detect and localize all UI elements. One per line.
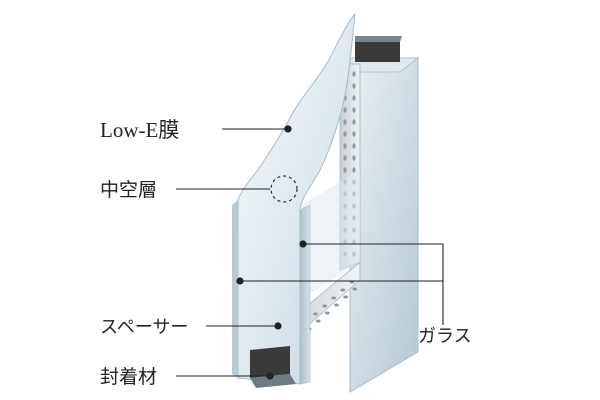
spacer-hole (340, 288, 346, 292)
spacer-hole (343, 167, 347, 173)
spacer-hole (334, 303, 339, 307)
spacer-hole (343, 107, 347, 113)
label-spacer: スペーサー (100, 317, 188, 338)
spacer-hole (352, 131, 356, 137)
spacer-hole (343, 295, 349, 299)
leader-dots (236, 125, 307, 380)
spacer-hole (343, 119, 347, 125)
spacer-hole (352, 95, 356, 101)
spacer-hole (343, 143, 347, 149)
spacer-hole (324, 311, 330, 315)
spacer-hole (352, 143, 356, 149)
spacer-hole (352, 287, 358, 291)
label-sealant: 封着材 (100, 366, 157, 388)
label-glass: ガラス (418, 326, 472, 347)
spacer-hole (352, 167, 356, 173)
hollow-layer-region (300, 170, 360, 300)
hollow-layer-marker (270, 175, 298, 203)
spacer-hole (352, 119, 356, 125)
spacer-hole (322, 304, 327, 308)
spacer-hole (352, 107, 356, 113)
spacer-hole (331, 296, 337, 300)
bottom-sealant (250, 346, 296, 388)
leader-lines (176, 128, 444, 377)
label-hollow-layer: 中空層 (100, 179, 157, 201)
spacer-hole (352, 71, 356, 77)
spacer-hole (315, 319, 321, 323)
spacer-hole (343, 155, 347, 161)
top-sealant-block (355, 36, 402, 62)
front-glass-pane (232, 12, 356, 385)
spacer-hole (343, 131, 347, 137)
spacer-hole (313, 312, 318, 316)
spacer-hole (352, 155, 356, 161)
label-low-e-film: Low-E膜 (100, 118, 179, 142)
spacer-hole (352, 83, 356, 89)
